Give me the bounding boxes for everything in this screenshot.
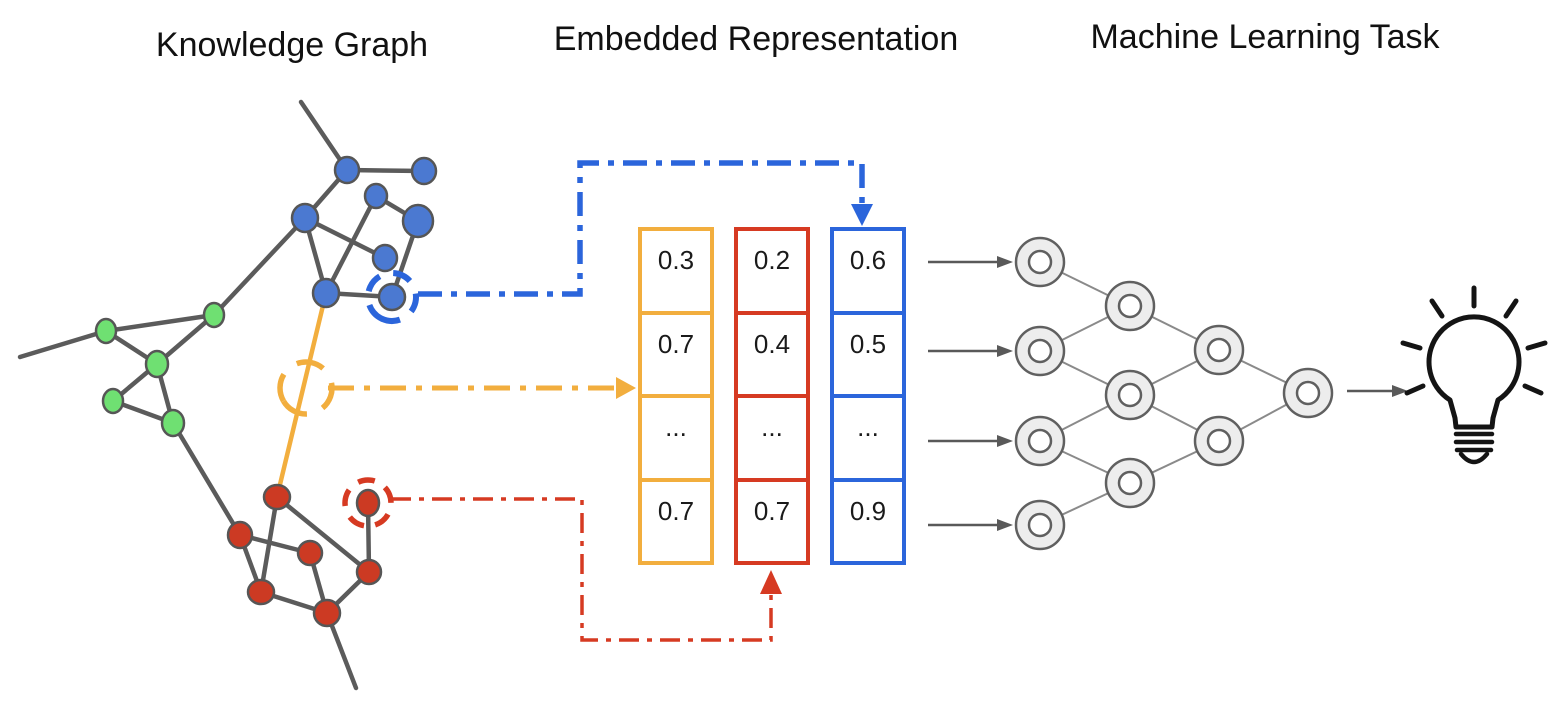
graph-node — [226, 520, 254, 550]
nn-neurons — [1014, 236, 1334, 551]
vector-cell: 0.3 — [657, 245, 695, 276]
graph-node-highlighted-blue — [377, 282, 407, 312]
vector-cell: 0.4 — [738, 310, 806, 395]
arrowhead-right-icon — [1392, 385, 1408, 397]
neural-network-figure — [1014, 236, 1408, 551]
arrowhead-up-icon — [760, 570, 782, 594]
graph-node — [363, 182, 389, 210]
graph-node — [94, 317, 118, 345]
vector-cell: 0.7 — [642, 477, 710, 562]
graph-node — [160, 408, 186, 438]
vector-cell: 0.6 — [849, 245, 887, 276]
nn-edges — [1039, 261, 1309, 526]
graph-node — [333, 155, 361, 185]
graph-node-highlighted-red — [355, 488, 381, 518]
vector-cell: ... — [738, 394, 806, 478]
arrowhead-right-icon — [997, 345, 1013, 357]
graph-cluster-blue — [290, 155, 438, 312]
lightbulb-rays — [1400, 285, 1548, 396]
graph-node — [311, 277, 341, 309]
graph-node — [355, 558, 383, 586]
embedding-column-yellow: 0.3 0.7 ... 0.7 — [638, 227, 714, 565]
graph-node — [296, 539, 324, 567]
embedding-connectors — [328, 160, 873, 642]
graph-edge-highlighted-orange — [274, 290, 329, 500]
graph-edges — [17, 99, 427, 691]
vector-cell: ... — [834, 394, 902, 478]
graph-node — [410, 156, 438, 186]
graph-cluster-red — [226, 483, 383, 628]
connector-blue — [418, 160, 873, 297]
lightbulb-base — [1453, 431, 1495, 465]
graph-node — [144, 349, 170, 379]
graph-node — [262, 483, 292, 511]
vector-cell: 0.7 — [738, 477, 806, 562]
highlight-circle-orange — [277, 359, 335, 417]
graph-node — [202, 301, 226, 329]
arrowhead-right-icon — [997, 435, 1013, 447]
arrowhead-down-icon — [851, 204, 873, 226]
arrowhead-right-icon — [997, 256, 1013, 268]
graph-node — [290, 202, 320, 234]
connector-red — [391, 497, 782, 642]
nn-output-arrow — [1347, 385, 1408, 397]
vector-cell: ... — [642, 394, 710, 478]
highlight-circle-red — [342, 477, 394, 529]
knowledge-graph-title: Knowledge Graph — [155, 26, 429, 64]
graph-node — [401, 203, 435, 239]
arrowhead-right-icon — [997, 519, 1013, 531]
arrowhead-right-icon — [616, 377, 636, 399]
highlight-circle-blue — [365, 270, 420, 324]
graph-cluster-green — [94, 301, 226, 438]
vector-to-nn-arrows — [928, 256, 1013, 531]
lightbulb-icon — [1400, 285, 1548, 465]
embedded-representation-title: Embedded Representation — [553, 20, 959, 58]
vector-cell: 0.7 — [642, 310, 710, 395]
graph-node — [246, 578, 276, 606]
connector-orange — [328, 377, 636, 399]
embedding-column-blue: 0.6 0.5 ... 0.9 — [830, 227, 906, 565]
vector-cell: 0.9 — [834, 477, 902, 562]
embedding-column-red: 0.2 0.4 ... 0.7 — [734, 227, 810, 565]
graph-node — [371, 243, 399, 273]
knowledge-graph-figure — [17, 99, 438, 691]
vector-cell: 0.5 — [834, 310, 902, 395]
graph-node — [101, 387, 125, 415]
vector-cell: 0.2 — [753, 245, 791, 276]
machine-learning-task-title: Machine Learning Task — [1090, 18, 1440, 56]
graph-node — [312, 598, 342, 628]
